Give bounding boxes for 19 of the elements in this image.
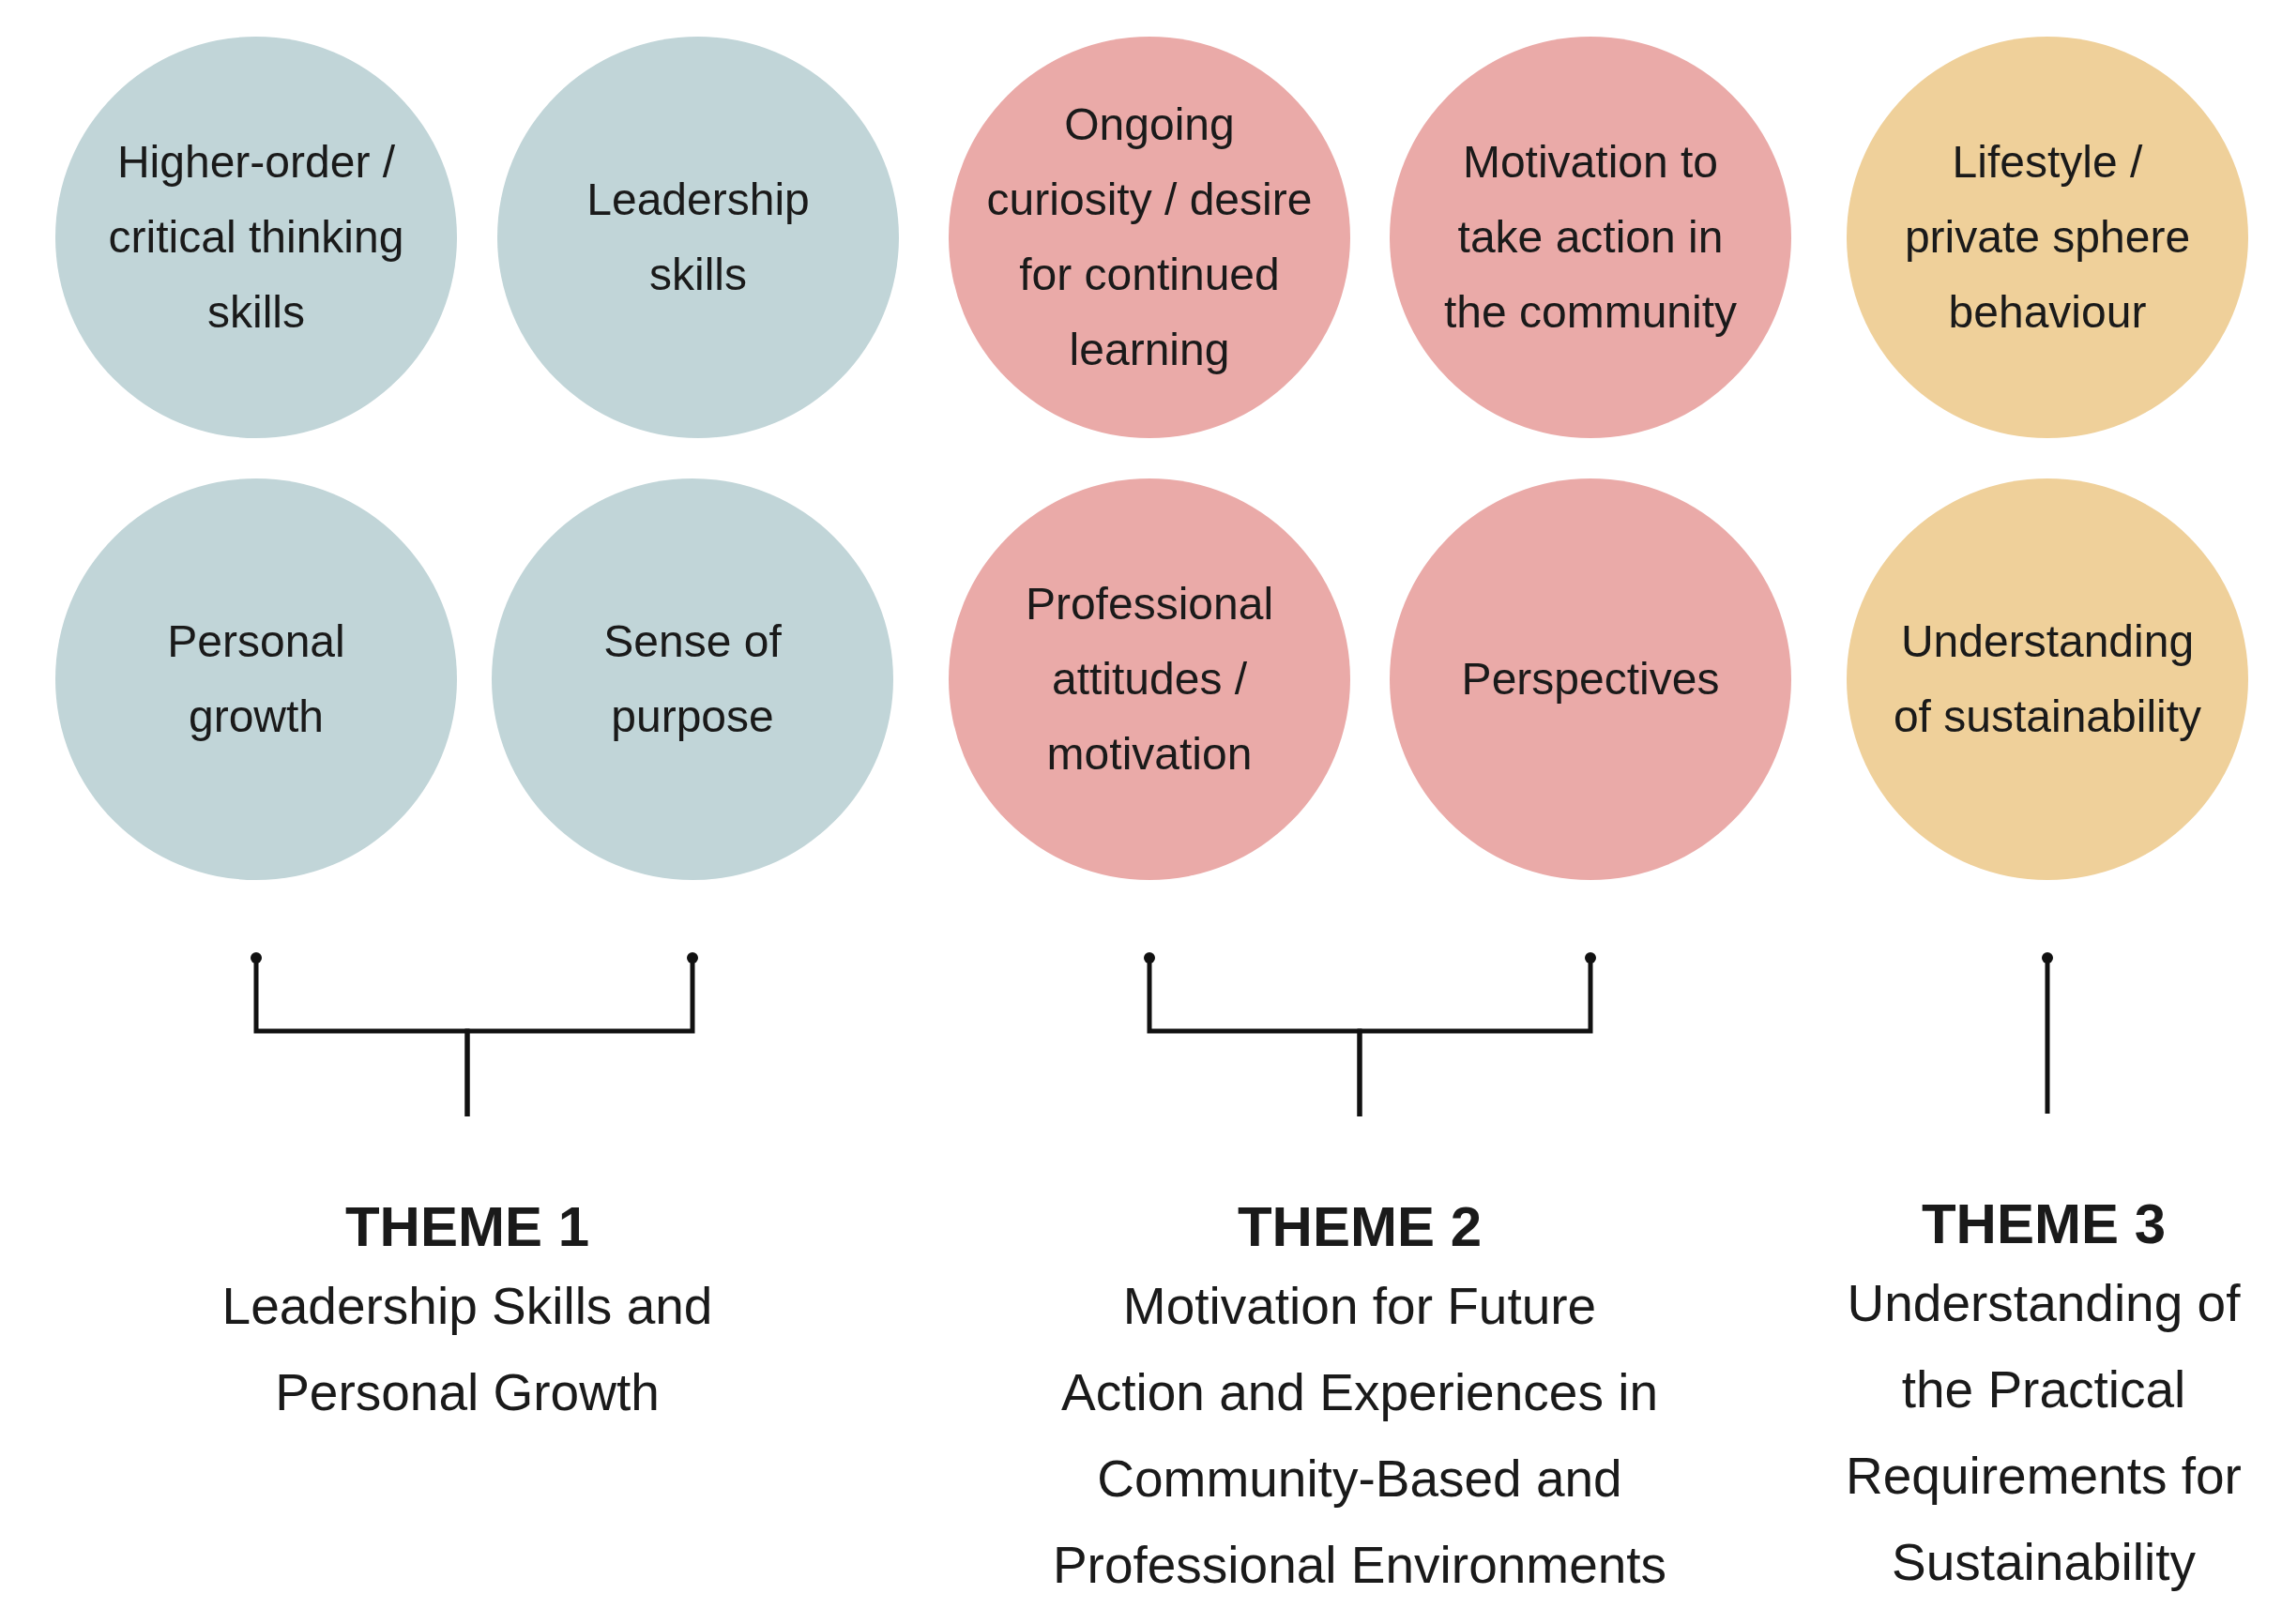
- theme-description: Leadership Skills and Personal Growth: [221, 1276, 714, 1423]
- topic-label: Sense of purpose: [602, 615, 783, 743]
- theme-description: Motivation for Future Action and Experiences in Community-Based and Professional Environments: [1051, 1276, 1668, 1596]
- topic-label: Motivation to take action in the community: [1442, 136, 1739, 339]
- bracket-connector: [1357, 952, 1596, 1116]
- theme-description: Understanding of the Practical Requirements for Sustainability: [1845, 1273, 2243, 1593]
- topic-label: Higher-order / critical thinking skills: [107, 136, 405, 339]
- bracket-connector: [464, 952, 698, 1116]
- bracket-connector: [2042, 952, 2053, 1114]
- theme-heading: THEME 1: [344, 1194, 589, 1260]
- theme-heading: THEME 2: [1237, 1194, 1482, 1260]
- topic-label: Personal growth: [166, 615, 346, 743]
- topic-label: Leadership skills: [586, 174, 811, 301]
- topic-label: Perspectives: [1461, 653, 1720, 706]
- topic-label: Professional attitudes / motivation: [1024, 578, 1275, 781]
- topic-label: Ongoing curiosity / desire for continued learning: [986, 99, 1313, 376]
- topic-label: Understanding of sustainability: [1892, 615, 2203, 743]
- theme-heading: THEME 3: [1921, 1191, 2166, 1257]
- topic-label: Lifestyle / private sphere behaviour: [1903, 136, 2192, 339]
